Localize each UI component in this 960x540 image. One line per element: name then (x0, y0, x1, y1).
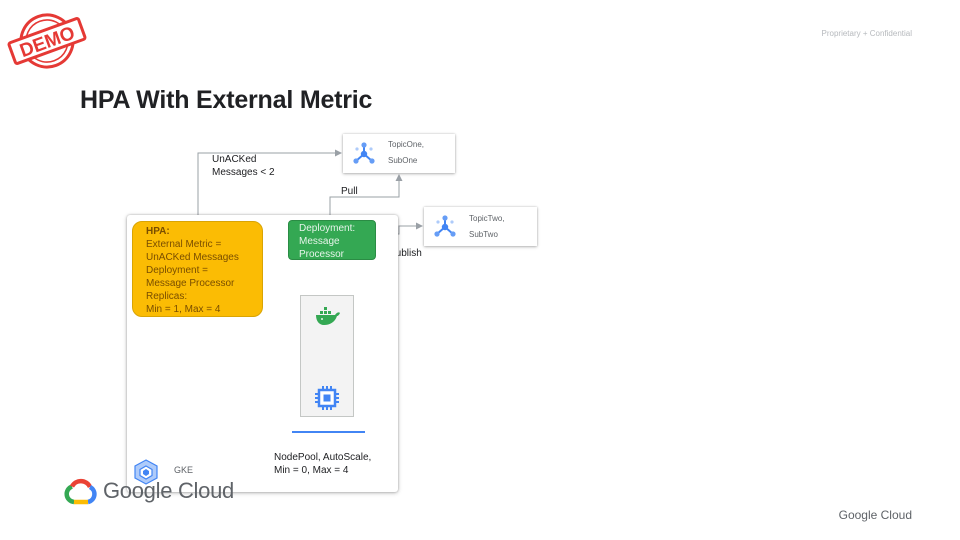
edge-pull-line (329, 174, 403, 220)
hpa-line: Replicas: (146, 291, 188, 302)
demo-stamp: DEMO (7, 13, 87, 69)
topic-one-label: TopicOne, SubOne (388, 140, 425, 165)
deployment-box: Deployment: Message Processor (288, 220, 376, 260)
edge-publish-label: Publish (389, 248, 422, 259)
edge-pull-label: Pull (341, 186, 358, 197)
confidential-label: Proprietary + Confidential (821, 29, 913, 38)
pubsub-icon (353, 142, 375, 164)
hpa-line: Message Processor (146, 278, 235, 289)
deployment-line: Deployment: (299, 223, 356, 234)
gke-label: GKE (174, 465, 194, 475)
nodepool-underline (292, 431, 365, 433)
topic-two-card: TopicTwo, SubTwo (424, 207, 537, 246)
hpa-title: HPA: (146, 226, 170, 237)
gke-icon (134, 459, 158, 485)
footer-brand: Google Cloud (838, 508, 912, 522)
edge-unacked-line (197, 149, 342, 215)
hpa-line: Min = 1, Max = 4 (146, 304, 221, 315)
edge-unacked-label: UnACKed Messages < 2 (212, 154, 275, 178)
hpa-line: External Metric = (146, 239, 222, 250)
google-cloud-logo-icon (64, 478, 97, 505)
nodepool-label: NodePool, AutoScale, Min = 0, Max = 4 (274, 452, 372, 476)
deployment-line: Message (299, 236, 340, 247)
topic-one-card: TopicOne, SubOne (343, 134, 455, 173)
deployment-line: Processor (299, 249, 345, 260)
topic-two-label: TopicTwo, SubTwo (469, 214, 505, 239)
cpu-chip-icon (315, 386, 339, 410)
hpa-line: UnACKed Messages (146, 252, 239, 263)
hpa-box: HPA: External Metric = UnACKed Messages … (132, 221, 263, 317)
docker-icon (316, 307, 340, 325)
hpa-line: Deployment = (146, 265, 208, 276)
pubsub-icon (434, 215, 456, 237)
google-cloud-logo-text: Google Cloud (103, 478, 234, 503)
page-title: HPA With External Metric (80, 86, 373, 114)
